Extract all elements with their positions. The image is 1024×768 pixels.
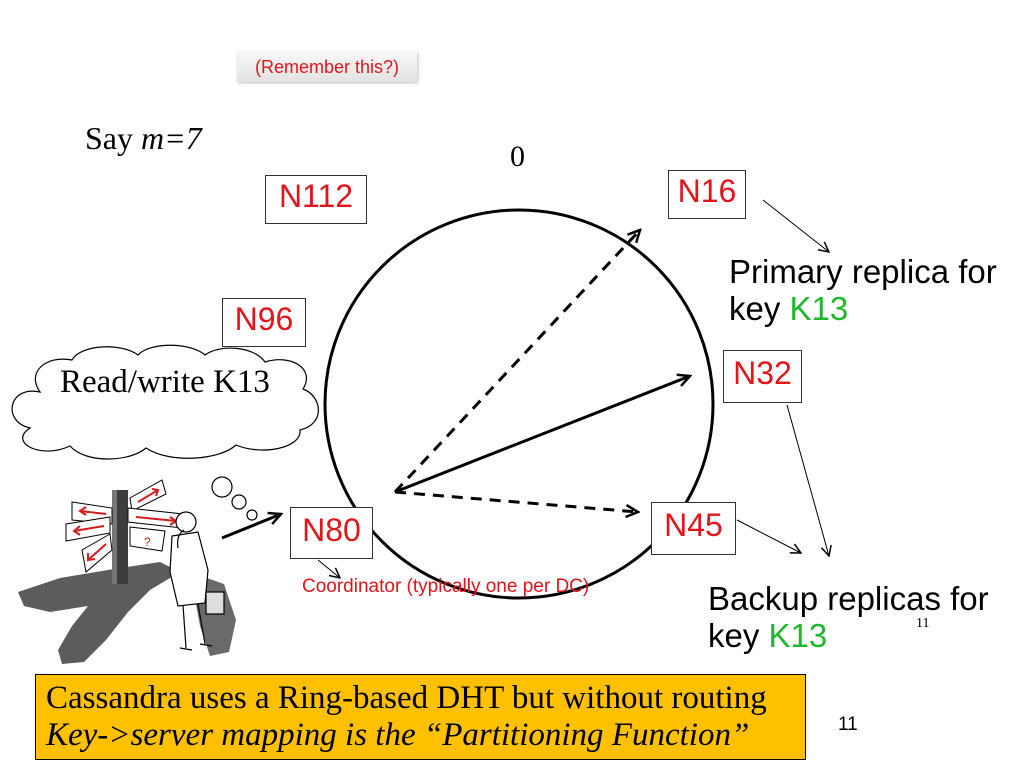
node-label: N16 <box>677 173 737 209</box>
recall-note: (Remember this?) <box>237 52 417 82</box>
node-label: N45 <box>664 507 723 543</box>
primary-replica-label: Primary replica for key K13 <box>729 253 997 327</box>
ring-circle <box>323 208 715 600</box>
node-label: N32 <box>733 355 792 391</box>
slide-number: 11 <box>838 714 858 735</box>
pointer-arrow-backup-from-n32 <box>786 404 829 556</box>
key-name: K13 <box>789 290 849 327</box>
node-label: N80 <box>302 511 361 548</box>
key-prefix: key <box>729 290 790 327</box>
key-prefix: key <box>708 617 769 654</box>
key-name: K13 <box>768 617 828 654</box>
svg-text:?: ? <box>144 535 151 549</box>
primary-replica-line2: key K13 <box>729 290 997 327</box>
pointer-arrow-primary-replica <box>762 199 829 252</box>
thought-cloud-icon <box>11 344 319 460</box>
dashed-arrow-to-n16 <box>393 230 640 494</box>
parameter-prefix: Say <box>85 120 141 156</box>
thought-bubbles-icon <box>211 476 258 521</box>
backup-replicas-line2: key K13 <box>708 617 989 654</box>
node-n112: N112 <box>265 175 367 224</box>
coordinator-note: Coordinator (typically one per DC) <box>302 576 590 597</box>
backup-replicas-line1: Backup replicas for <box>708 580 989 617</box>
pointer-arrow-coordinator <box>317 559 340 578</box>
node-n16: N16 <box>668 170 746 219</box>
signpost-man-clipart: ? <box>18 479 236 664</box>
ring-size-parameter: Say m=7 <box>85 120 202 156</box>
footnote-number: 11 <box>916 616 930 631</box>
ground-shadow <box>18 562 180 664</box>
pointer-arrow-backup-from-n45 <box>736 519 801 553</box>
client-thought-text: Read/write K13 <box>60 364 270 400</box>
summary-line1: Cassandra uses a Ring-based DHT but with… <box>46 680 767 716</box>
backup-replicas-label: Backup replicas for key K13 <box>708 580 989 654</box>
node-label: N112 <box>278 178 354 214</box>
node-label: N96 <box>234 301 294 337</box>
dashed-arrow-to-n45 <box>394 490 638 512</box>
node-n32: N32 <box>723 350 802 403</box>
client-request-arrow <box>221 514 281 540</box>
summary-box: Cassandra uses a Ring-based DHT but with… <box>35 674 806 760</box>
node-n80: N80 <box>290 507 373 559</box>
solid-arrow-to-n32 <box>394 376 690 494</box>
node-n96: N96 <box>222 298 306 347</box>
primary-replica-line1: Primary replica for <box>729 253 997 290</box>
summary-line2: Key->server mapping is the “Partitioning… <box>46 717 750 753</box>
parameter-value: m=7 <box>141 120 202 156</box>
ring-origin-label: 0 <box>510 140 525 173</box>
node-n45: N45 <box>651 502 736 555</box>
